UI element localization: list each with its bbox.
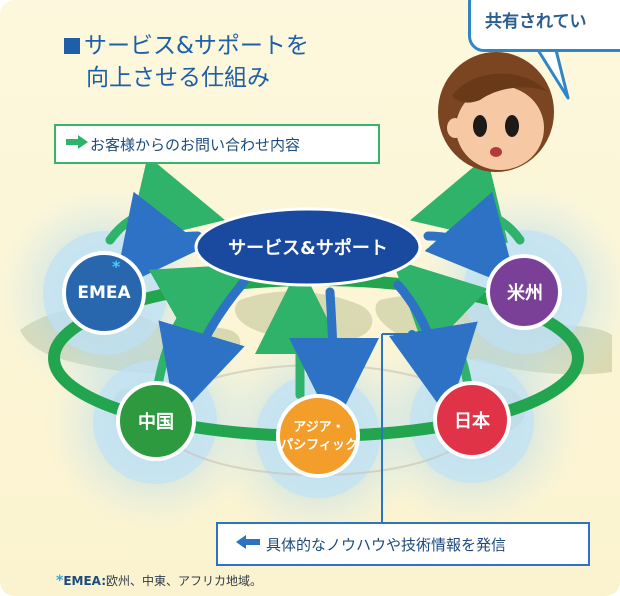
region-label-apac: アジア・ パシフィック	[278, 414, 360, 460]
apac-circle	[276, 394, 360, 478]
title-bullet-square	[64, 38, 80, 54]
title-line-1: サービス&サポートを	[84, 33, 309, 59]
inquiries-callout-text: お客様からのお問い合わせ内容	[90, 135, 301, 154]
region-label-japan: 日本	[454, 411, 490, 432]
inquiries-callout: お客様からのお問い合わせ内容	[54, 124, 380, 164]
footnote-separator: :	[101, 574, 106, 588]
japan-circle	[433, 381, 511, 459]
region-label-emea: EMEA	[64, 272, 144, 314]
apac-label-line-2: パシフィック	[280, 438, 358, 453]
emea-label-text: EMEA	[77, 283, 131, 303]
knowhow-callout-text: 具体的なノウハウや技術情報を発信	[266, 535, 507, 554]
region-circles	[62, 251, 562, 478]
footnote-definition: 欧州、中東、アフリカ地域。	[106, 574, 263, 588]
region-label-us: 米州	[507, 283, 543, 304]
hub-shape	[194, 207, 422, 287]
china-circle	[116, 381, 196, 461]
right-arrow-icon	[66, 135, 88, 153]
diagram-title: サービス&サポートを 向上させる仕組み	[64, 30, 309, 94]
emea-circle	[62, 251, 146, 335]
flow-arrows	[105, 155, 525, 428]
footnote: *EMEA:欧州、中東、アフリカ地域。	[56, 572, 262, 589]
title-line-2: 向上させる仕組み	[86, 65, 270, 91]
knowhow-callout: 具体的なノウハウや技術情報を発信	[216, 522, 590, 566]
speech-bubble: 共有されてい	[468, 0, 620, 52]
footnote-asterisk: *	[56, 573, 64, 589]
us-circle	[486, 254, 562, 330]
footnote-term: EMEA	[63, 574, 102, 588]
left-arrow-icon	[236, 535, 260, 553]
hub-label: サービス&サポート	[228, 238, 388, 259]
person-illustration	[438, 52, 554, 172]
emea-asterisk: *	[112, 257, 121, 276]
apac-label-line-1: アジア・	[293, 420, 345, 435]
region-label-china: 中国	[138, 412, 174, 433]
speech-bubble-text: 共有されてい	[485, 12, 587, 32]
